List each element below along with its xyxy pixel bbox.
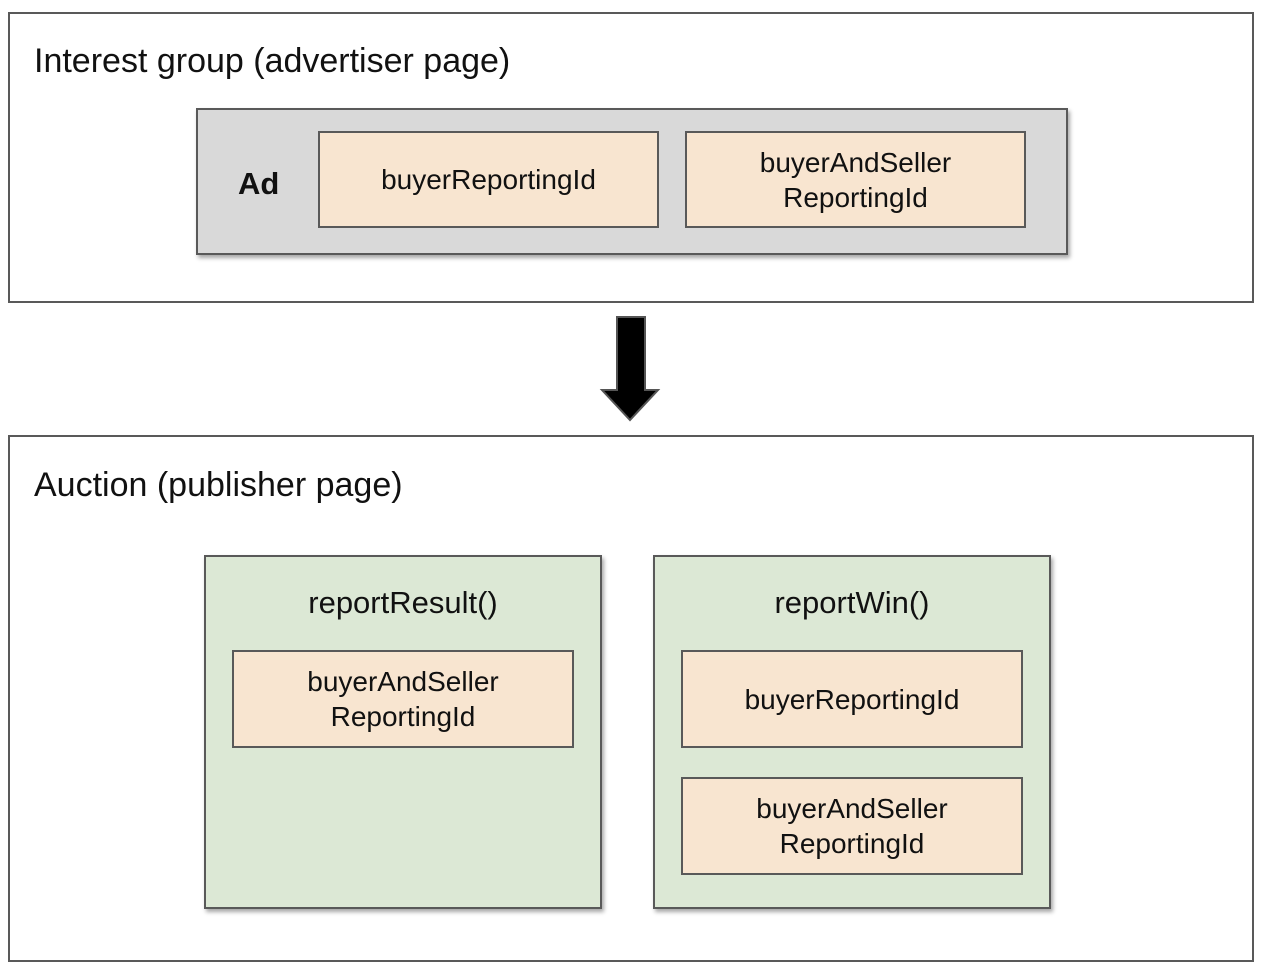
report-result-title: reportResult(): [308, 585, 498, 620]
auction-title: Auction (publisher page): [34, 466, 403, 504]
report-win-buyer-reporting-id-label: buyerReportingId: [744, 683, 960, 715]
report-result-field-label: buyerAndSeller ReportingId: [307, 666, 499, 732]
report-win-buyer-and-seller-reporting-id-label: buyerAndSeller ReportingId: [756, 793, 948, 859]
ad-buyer-reporting-id: buyerReportingId: [318, 131, 659, 228]
report-win-title: reportWin(): [774, 585, 930, 620]
report-result-buyer-and-seller-reporting-id: buyerAndSeller ReportingId: [232, 650, 574, 748]
interest-group-title: Interest group (advertiser page): [34, 42, 511, 80]
down-arrow-icon: [599, 316, 661, 422]
ad-label: Ad: [238, 166, 280, 201]
ad-box: Ad buyerReportingId buyerAndSeller Repor…: [196, 108, 1068, 255]
report-win-buyer-reporting-id: buyerReportingId: [681, 650, 1023, 748]
auction-panel: Auction (publisher page) reportResult() …: [8, 435, 1254, 962]
report-win-box: reportWin() buyerReportingId buyerAndSel…: [653, 555, 1051, 909]
ad-buyer-reporting-id-label: buyerReportingId: [381, 164, 596, 195]
interest-group-panel: Interest group (advertiser page) Ad buye…: [8, 12, 1254, 303]
ad-buyer-and-seller-reporting-id: buyerAndSeller ReportingId: [685, 131, 1026, 228]
ad-buyer-and-seller-reporting-id-label: buyerAndSeller ReportingId: [759, 146, 952, 213]
report-result-box: reportResult() buyerAndSeller ReportingI…: [204, 555, 602, 909]
report-win-buyer-and-seller-reporting-id: buyerAndSeller ReportingId: [681, 777, 1023, 875]
